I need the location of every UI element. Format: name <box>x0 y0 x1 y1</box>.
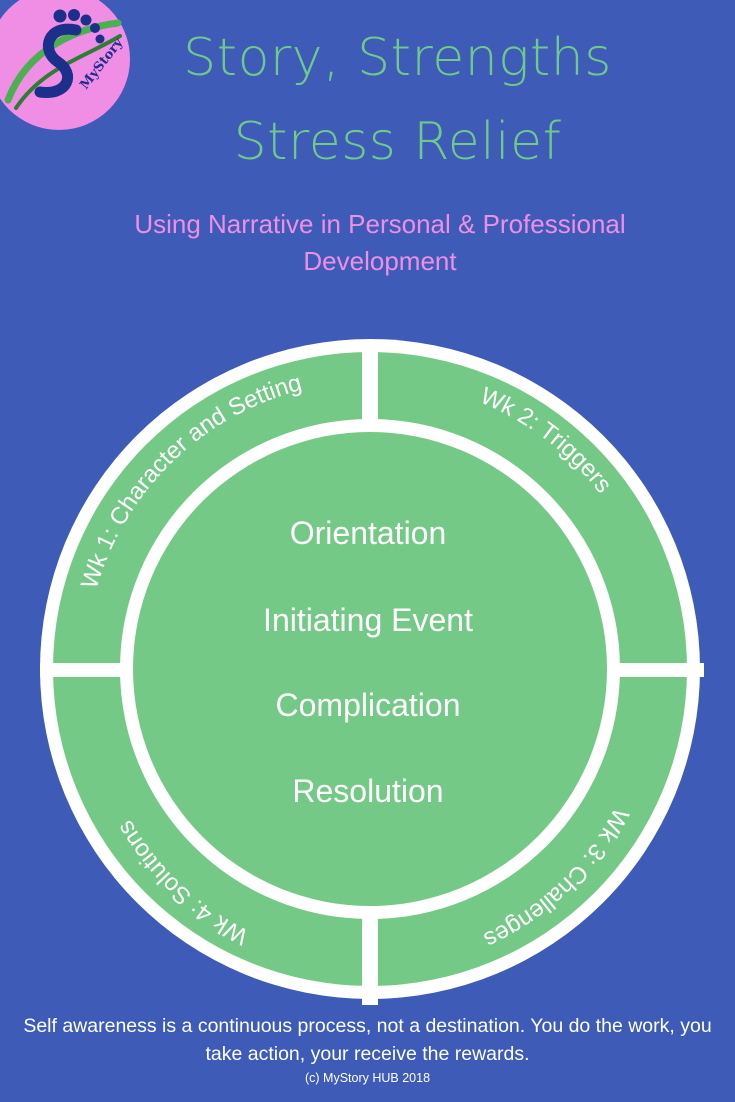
center-item-orientation: Orientation <box>290 515 447 551</box>
center-item-resolution: Resolution <box>292 773 443 809</box>
footprint-logo-icon: MyStory <box>4 9 127 110</box>
center-item-initiating-event: Initiating Event <box>263 602 473 638</box>
separator-right <box>592 663 704 677</box>
title-line-1: Story, Strengths <box>183 28 612 88</box>
copyright: (c) MyStory HUB 2018 <box>304 1071 431 1085</box>
center-item-complication: Complication <box>276 687 461 723</box>
mystory-logo: MyStory <box>0 0 130 130</box>
center-disc <box>133 432 607 906</box>
subtitle: Using Narrative in Personal & Profession… <box>134 209 626 276</box>
footer-quote: Self awareness is a continuous process, … <box>23 1015 712 1065</box>
title-line-2: Stress Relief <box>233 112 562 172</box>
separator-bottom <box>362 893 378 1005</box>
